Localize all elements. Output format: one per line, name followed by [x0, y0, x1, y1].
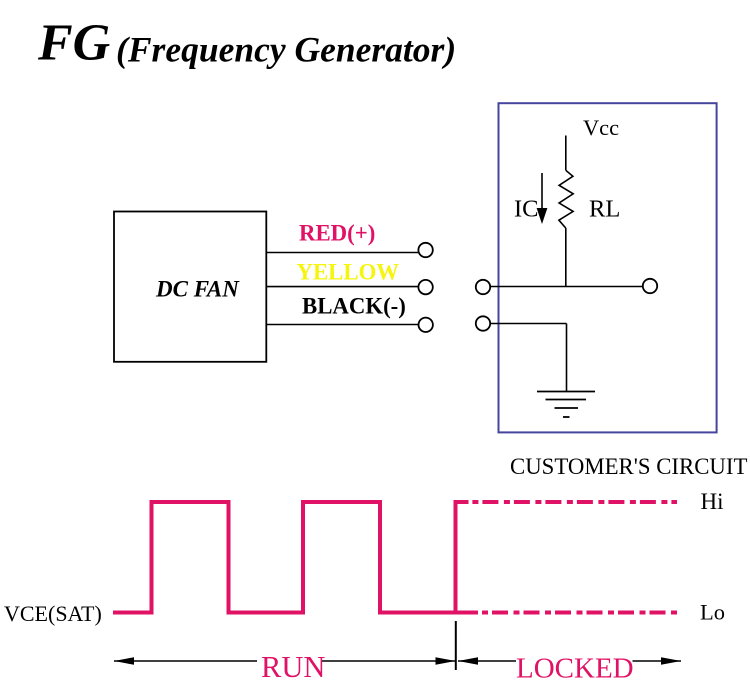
- svg-text:CUSTOMER'S CIRCUIT: CUSTOMER'S CIRCUIT: [510, 454, 747, 479]
- svg-text:DC FAN: DC FAN: [155, 277, 240, 302]
- svg-text:FG: FG: [37, 15, 110, 72]
- svg-text:IC: IC: [514, 196, 539, 223]
- svg-text:Lo: Lo: [700, 600, 725, 625]
- svg-text:Vcc: Vcc: [583, 115, 619, 140]
- svg-text:RUN: RUN: [261, 650, 325, 684]
- svg-text:LOCKED: LOCKED: [516, 653, 634, 685]
- svg-text:YELLOW: YELLOW: [297, 260, 400, 285]
- svg-text:(Frequency Generator): (Frequency Generator): [116, 30, 456, 70]
- svg-text:Hi: Hi: [701, 489, 724, 514]
- svg-text:RED(+): RED(+): [299, 221, 375, 246]
- svg-text:RL: RL: [589, 196, 620, 223]
- svg-text:BLACK(-): BLACK(-): [302, 294, 406, 319]
- svg-text:VCE(SAT): VCE(SAT): [4, 601, 102, 626]
